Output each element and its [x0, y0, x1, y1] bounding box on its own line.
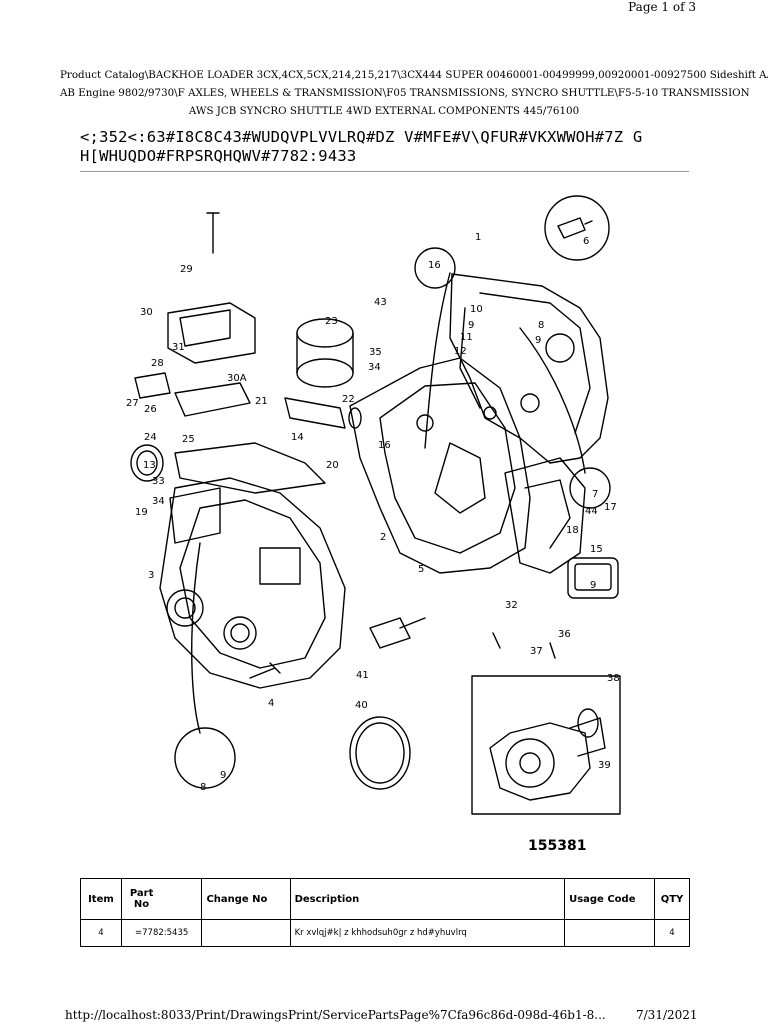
- row-part-no[interactable]: =7782:5435: [120, 919, 203, 947]
- callout-9b: 9: [535, 335, 541, 346]
- callout-38: 38: [607, 673, 620, 684]
- drawing-number: 155381: [528, 838, 587, 854]
- exploded-parts-drawing: 1 2 3 4 5 6 7 8 8 9 9 9 9 10 11 12 13 14…: [126, 195, 621, 815]
- callout-12: 12: [454, 346, 467, 357]
- callout-31: 31: [172, 342, 185, 353]
- table-row: 4 =7782:5435 Kr xvlqj#k| z khhodsuh0gr z…: [80, 919, 690, 947]
- callout-30: 30: [140, 307, 153, 318]
- callout-18: 18: [566, 525, 579, 536]
- callout-35: 35: [369, 347, 382, 358]
- callout-28: 28: [151, 358, 164, 369]
- header-description: Description: [289, 878, 566, 920]
- callout-33: 33: [152, 476, 165, 487]
- callout-24: 24: [144, 432, 157, 443]
- callout-3: 3: [148, 570, 154, 581]
- callout-26: 26: [144, 404, 157, 415]
- callout-2: 2: [380, 532, 386, 543]
- callout-32: 32: [505, 600, 518, 611]
- header-part-no-line1: Part: [129, 888, 154, 899]
- title-line-2: H[WHUQDO#FRPSRQHQWV#7782:9433: [80, 147, 357, 165]
- callout-29: 29: [180, 264, 193, 275]
- bell-housing-shape: [349, 357, 531, 574]
- callout-15: 15: [590, 544, 603, 555]
- row-qty: 4: [654, 919, 690, 947]
- callout-1: 1: [475, 232, 481, 243]
- callout-43: 43: [374, 297, 387, 308]
- callout-13: 13: [143, 460, 156, 471]
- row-item: 4: [80, 919, 122, 947]
- callout-23: 23: [325, 316, 338, 327]
- header-part-no-line2: No: [133, 899, 150, 910]
- callout-22: 22: [342, 394, 355, 405]
- title-divider: [80, 171, 689, 172]
- parts-table-header: Item Part No Change No Description Usage…: [80, 878, 690, 920]
- callout-39: 39: [598, 760, 611, 771]
- rear-housing-shape: [449, 273, 609, 464]
- callout-36: 36: [558, 629, 571, 640]
- callout-30a: 30A: [227, 373, 247, 384]
- callout-17: 17: [604, 502, 617, 513]
- callout-37: 37: [530, 646, 543, 657]
- callout-40: 40: [355, 700, 368, 711]
- callout-4: 4: [268, 698, 274, 709]
- callout-7: 7: [592, 489, 598, 500]
- callout-8: 8: [538, 320, 544, 331]
- breadcrumb-line-1: Product Catalog\BACKHOE LOADER 3CX,4CX,5…: [60, 69, 768, 81]
- row-description: Kr xvlqj#k| z khhodsuh0gr z hd#yhuvlrq: [289, 919, 566, 947]
- title-line-1: <;352<:63#I8C8C43#WUDQVPLVVLRQ#DZ V#MFE#…: [80, 128, 643, 146]
- header-change-no: Change No: [201, 878, 291, 920]
- callout-10: 10: [470, 304, 483, 315]
- callout-9c: 9: [590, 580, 596, 591]
- callout-41: 41: [356, 670, 369, 681]
- row-usage-code: [564, 919, 656, 947]
- footer-date: 7/31/2021: [636, 1008, 698, 1022]
- header-part-no: Part No: [120, 878, 203, 920]
- breadcrumb-line-2: AB Engine 9802/9730\F AXLES, WHEELS & TR…: [60, 87, 750, 99]
- callout-5: 5: [418, 564, 424, 575]
- header-item: Item: [80, 878, 122, 920]
- callout-16b: 16: [378, 440, 391, 451]
- callout-11: 11: [460, 332, 473, 343]
- header-qty: QTY: [654, 878, 690, 920]
- callout-19: 19: [135, 507, 148, 518]
- callout-25: 25: [182, 434, 195, 445]
- gearbox-housing-shape: [159, 477, 346, 689]
- breadcrumb-line-3: AWS JCB SYNCRO SHUTTLE 4WD EXTERNAL COMP…: [188, 105, 580, 117]
- callout-20: 20: [326, 460, 339, 471]
- callout-34: 34: [152, 496, 165, 507]
- callout-34b: 34: [368, 362, 381, 373]
- parts-table: Item Part No Change No Description Usage…: [80, 878, 690, 947]
- callout-21: 21: [255, 396, 268, 407]
- callout-8b: 8: [200, 782, 206, 793]
- page-indicator: Page 1 of 3: [628, 0, 696, 14]
- callout-27: 27: [126, 398, 139, 409]
- row-change-no: [201, 919, 291, 947]
- page-title: <;352<:63#I8C8C43#WUDQVPLVVLRQ#DZ V#MFE#…: [80, 128, 690, 166]
- footer-url: http://localhost:8033/Print/DrawingsPrin…: [65, 1008, 606, 1022]
- callout-6: 6: [583, 236, 589, 247]
- header-usage-code: Usage Code: [564, 878, 656, 920]
- print-footer: http://localhost:8033/Print/DrawingsPrin…: [0, 1008, 768, 1024]
- callout-9d: 9: [220, 770, 226, 781]
- callout-44: 44: [585, 506, 598, 517]
- callout-16: 16: [428, 260, 441, 271]
- callout-9: 9: [468, 320, 474, 331]
- catalog-breadcrumb: Product Catalog\BACKHOE LOADER 3CX,4CX,5…: [60, 66, 768, 120]
- callout-14: 14: [291, 432, 304, 443]
